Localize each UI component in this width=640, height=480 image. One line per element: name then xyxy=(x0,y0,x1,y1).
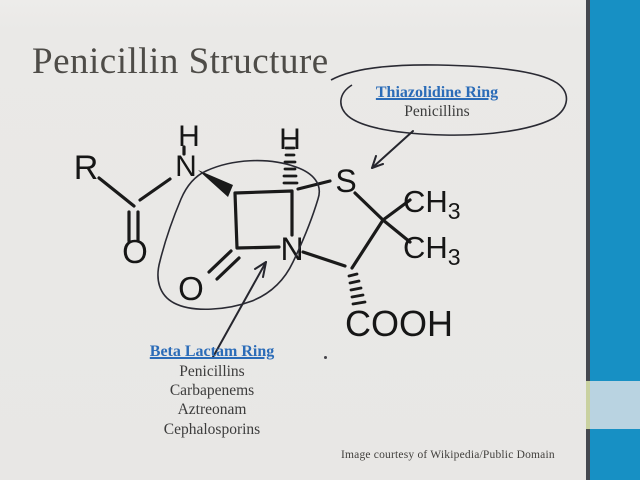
beta-lactam-callout-item: Aztreonam xyxy=(177,401,247,419)
atom-lactam-o: O xyxy=(178,270,204,307)
wedge-bond xyxy=(198,170,233,197)
thiazolidine-callout-title: Thiazolidine Ring xyxy=(375,84,499,101)
atom-amide-o: O xyxy=(122,233,148,270)
atom-ch3-upper: CH3 xyxy=(403,184,461,224)
thiazolidine-loop xyxy=(330,64,568,136)
image-credit: Image courtesy of Wikipedia/Public Domai… xyxy=(341,449,555,461)
atom-amide-n: N xyxy=(175,150,197,183)
ch-label: CH xyxy=(403,230,448,265)
bond-lines xyxy=(97,145,412,281)
accent-bar-border xyxy=(586,0,590,480)
accent-bar-green-sliver xyxy=(586,381,590,429)
beta-lactam-arrow xyxy=(212,261,267,358)
stray-dot xyxy=(324,356,327,359)
ch-label: CH xyxy=(403,184,448,219)
beta-lactam-callout-item: Carbapenems xyxy=(169,382,255,400)
accent-bar-light-segment xyxy=(590,381,640,429)
atom-ring-n: N xyxy=(280,231,303,267)
ch-subscript: 3 xyxy=(448,198,461,224)
atom-ch3-lower: CH3 xyxy=(403,230,461,270)
beta-lactam-loop xyxy=(157,159,320,311)
thiazolidine-arrow xyxy=(371,130,414,169)
ch-subscript: 3 xyxy=(448,244,461,270)
beta-lactam-callout: Beta Lactam Ring Penicillins Carbapenems… xyxy=(126,343,298,439)
beta-lactam-callout-title: Beta Lactam Ring xyxy=(149,343,275,360)
beta-lactam-callout-item: Cephalosporins xyxy=(163,420,261,438)
atom-r: R xyxy=(74,149,99,187)
hash-bond-h xyxy=(282,146,299,185)
thiazolidine-callout: Thiazolidine Ring Penicillins xyxy=(348,84,526,120)
thiazolidine-callout-item: Penicillins xyxy=(404,102,470,120)
atom-amide-h: H xyxy=(178,120,200,153)
atom-cooh: COOH xyxy=(345,303,453,344)
atom-s: S xyxy=(335,163,356,199)
page-title: Penicillin Structure xyxy=(32,41,329,82)
hash-bond-cooh xyxy=(347,272,367,306)
beta-lactam-callout-item: Penicillins xyxy=(179,362,245,380)
atom-ring-h: H xyxy=(279,123,301,156)
